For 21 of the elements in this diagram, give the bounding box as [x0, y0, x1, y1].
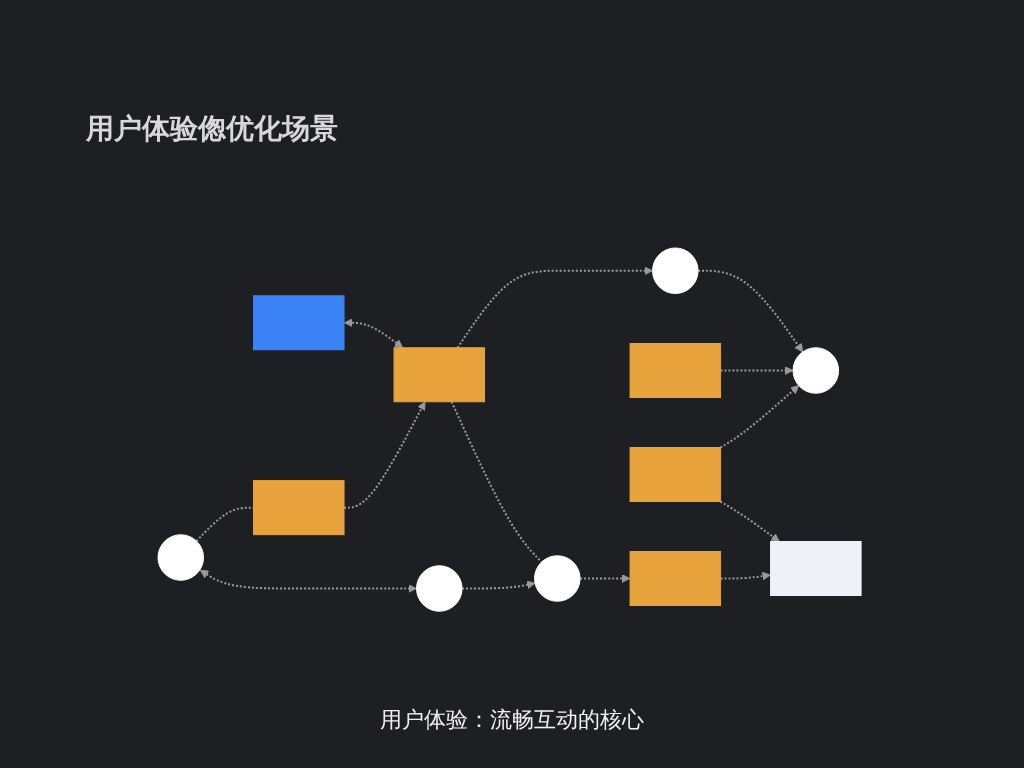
node-box [630, 343, 722, 399]
node-person [416, 565, 463, 613]
diagram-title: 用户体验偬优化场景 [86, 111, 338, 147]
node-box [253, 295, 345, 351]
node-person [157, 534, 205, 582]
diagram-caption: 用户体验：流畅互动的核心 [379, 706, 645, 734]
arrow [719, 385, 800, 449]
arrow [719, 500, 781, 543]
node-box [630, 447, 722, 503]
node-box [770, 541, 863, 597]
node-person [652, 247, 700, 295]
arrow [579, 574, 631, 584]
arrow [697, 270, 804, 353]
node-box [394, 347, 486, 403]
node-person [534, 555, 581, 603]
arrow [344, 318, 404, 349]
arrow [200, 570, 418, 594]
node-box [253, 480, 345, 536]
node-box [630, 551, 722, 607]
node-person [793, 347, 840, 395]
arrow [457, 266, 654, 350]
